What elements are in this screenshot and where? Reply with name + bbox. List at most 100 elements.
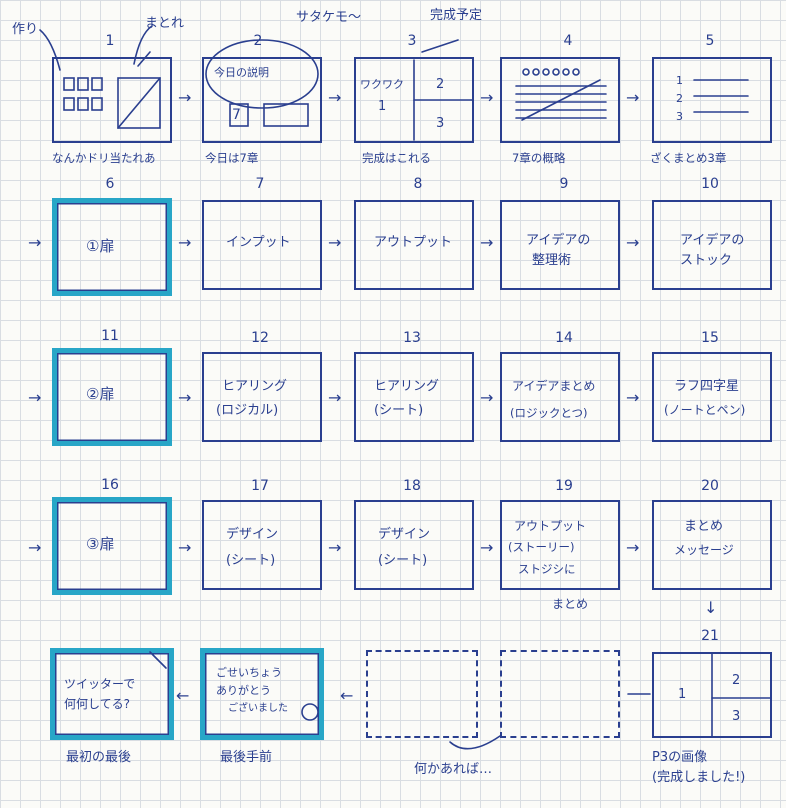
panel-7-text: インプット <box>226 235 291 250</box>
panel-21-text-3: 3 <box>732 709 741 724</box>
panel-4-caption: 7章の概略 <box>512 151 566 165</box>
panel-12-number: 12 <box>251 330 269 346</box>
panel-thanks-text-2: ありがとう <box>216 684 271 697</box>
panel-17 <box>202 500 322 590</box>
panel-1 <box>52 57 172 143</box>
arrow-into-16: → <box>28 538 42 557</box>
panel-thanks <box>200 648 324 740</box>
panel-19 <box>500 500 620 590</box>
arrow-1-2: → <box>178 88 192 107</box>
panel-5-text-2: 2 <box>676 92 683 105</box>
panel-7-number: 7 <box>255 176 265 192</box>
arrow-2-3: → <box>328 88 342 107</box>
panel-6-number: 6 <box>105 176 115 192</box>
arrow-4-5: → <box>626 88 640 107</box>
panel-10-text-2: ストック <box>680 253 733 268</box>
panel-5-number: 5 <box>705 33 715 49</box>
panel-13 <box>354 352 474 442</box>
panel-18-text-1: デザイン <box>378 527 431 542</box>
arrow-16-17: → <box>178 538 192 557</box>
panel-5-text-3: 3 <box>676 110 683 123</box>
arrow-12-13: → <box>328 388 342 407</box>
arrow-into-11: → <box>28 388 42 407</box>
panel-18-text-2: (シート) <box>378 553 428 568</box>
panel-9-number: 9 <box>559 176 569 192</box>
panel-21 <box>652 652 772 738</box>
panel-2-text-2: 7 <box>232 107 241 123</box>
panel-9 <box>500 200 620 290</box>
panel-12-text-1: ヒアリング <box>222 379 288 394</box>
panel-12 <box>202 352 322 442</box>
panel-10-text-1: アイデアの <box>680 233 745 248</box>
panel-9-text-2: 整理術 <box>532 253 572 268</box>
panel-20-number: 20 <box>701 478 719 494</box>
panel-17-text-2: (シート) <box>226 553 276 568</box>
panel-4-number: 4 <box>563 33 573 49</box>
panel-5 <box>652 57 772 143</box>
arrow-6-7: → <box>178 233 192 252</box>
panel-15-number: 15 <box>701 330 719 346</box>
arrow-8-9: → <box>480 233 494 252</box>
panel-2-caption: 今日は7章 <box>205 151 259 165</box>
arrow-11-12: → <box>178 388 192 407</box>
panel-16-text: ③扉 <box>86 535 115 553</box>
panel-8-number: 8 <box>413 176 423 192</box>
panel-17-text-1: デザイン <box>226 527 279 542</box>
panel-4 <box>500 57 620 143</box>
panel-2-text-1: 今日の説明 <box>214 66 269 79</box>
label-tsukuri: 作り <box>12 22 39 37</box>
panel-last-caption: 最初の最後 <box>66 750 132 765</box>
panel-20-text-2: メッセージ <box>674 543 734 557</box>
panel-18 <box>354 500 474 590</box>
panel-11-number: 11 <box>101 328 119 344</box>
panel-13-text-1: ヒアリング <box>374 379 440 394</box>
panel-16-number: 16 <box>101 477 119 493</box>
panel-8 <box>354 200 474 290</box>
panel-11-text: ②扉 <box>86 385 115 403</box>
placeholder-frame-1 <box>366 650 478 738</box>
arrow-13-14: → <box>480 388 494 407</box>
panel-thanks-caption: 最後手前 <box>220 750 273 765</box>
arrow-14-15: → <box>626 388 640 407</box>
panel-5-text-1: 1 <box>676 74 683 87</box>
panel-1-number: 1 <box>105 33 115 49</box>
panel-16 <box>52 497 172 595</box>
panel-3 <box>354 57 474 143</box>
arrow-3-4: → <box>480 88 494 107</box>
panel-11 <box>52 348 172 446</box>
panel-last-text-1: ツイッターで <box>64 677 136 691</box>
panel-14-text-1: アイデアまとめ <box>512 379 596 393</box>
panel-21-caption-2: (完成しました!) <box>652 770 746 785</box>
panel-19-text-3: ストジシに <box>518 562 576 576</box>
panel-7 <box>202 200 322 290</box>
panel-3-text-4: 3 <box>436 116 445 131</box>
panel-2-number: 2 <box>253 33 263 49</box>
panel-12-text-2: (ロジカル) <box>216 403 279 418</box>
panel-13-text-2: (シート) <box>374 403 424 418</box>
label-kansei-yotei: 完成予定 <box>430 8 483 23</box>
arrow-19-20: → <box>626 538 640 557</box>
arrow-back-1: ← <box>340 686 354 705</box>
panel-6-text: ①扉 <box>86 237 115 255</box>
panel-21-caption: P3の画像 <box>652 750 708 765</box>
arrow-20-21: ↓ <box>704 598 718 617</box>
panel-15-text-2: (ノートとペン) <box>664 403 746 417</box>
panel-5-caption: ざくまとめ3章 <box>650 151 727 165</box>
arrow-9-10: → <box>626 233 640 252</box>
placeholder-note: 何かあれば… <box>414 762 493 777</box>
panel-15 <box>652 352 772 442</box>
panel-21-text-1: 1 <box>678 687 687 702</box>
placeholder-frame-2 <box>500 650 620 738</box>
panel-6 <box>52 198 172 296</box>
panel-8-text: アウトプット <box>374 235 453 250</box>
panel-last <box>50 648 174 740</box>
arrow-into-6: → <box>28 233 42 252</box>
panel-21-number: 21 <box>701 628 719 644</box>
panel-19-text-4: まとめ <box>552 597 589 611</box>
panel-17-number: 17 <box>251 478 269 494</box>
panel-18-number: 18 <box>403 478 421 494</box>
panel-thanks-text-1: ごせいちょう <box>216 666 282 679</box>
panel-10 <box>652 200 772 290</box>
panel-thanks-text-3: ございました <box>228 703 288 714</box>
